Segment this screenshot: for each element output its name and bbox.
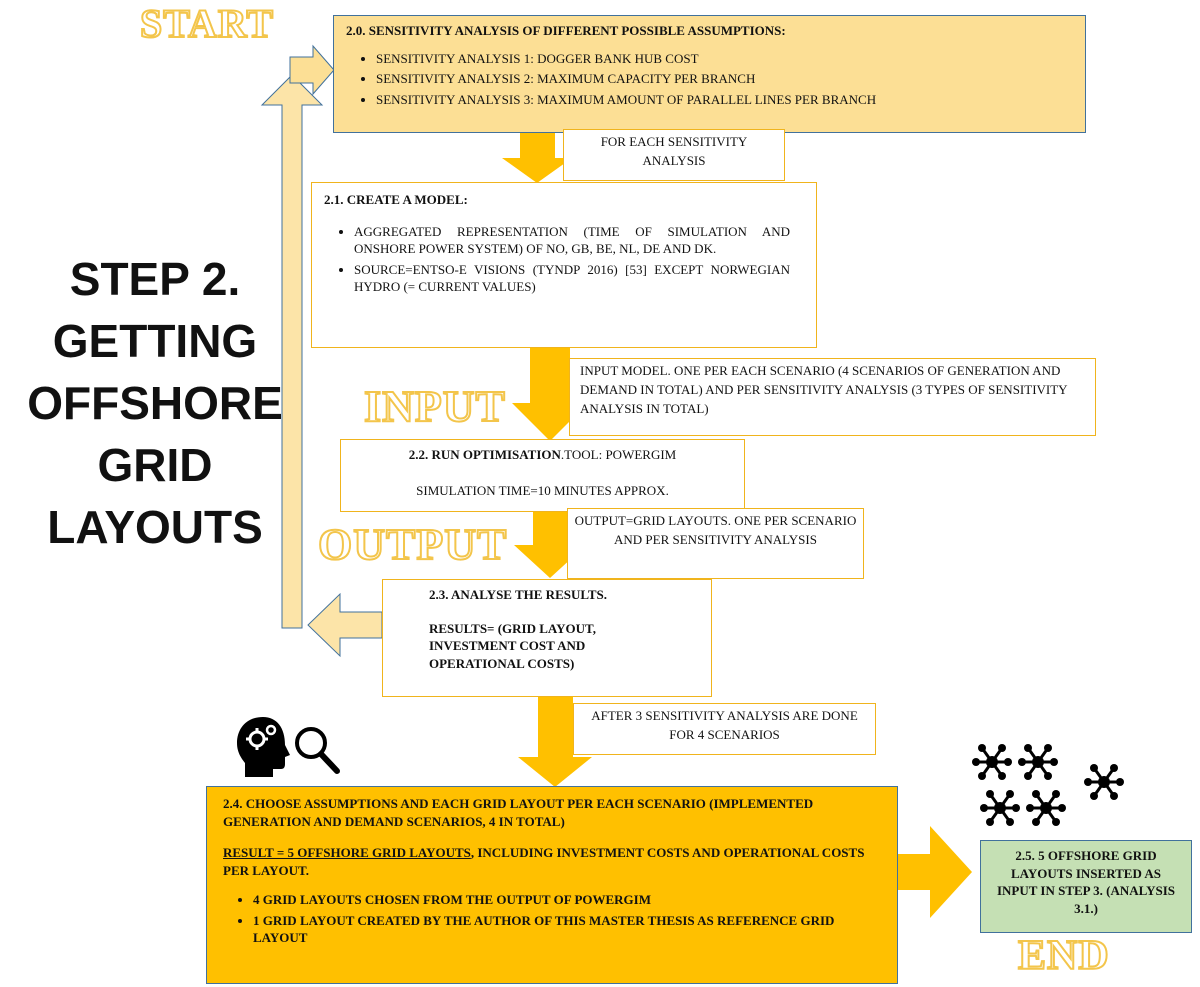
box-2-2-run-optimisation: 2.2. RUN OPTIMISATION.TOOL: POWERGIM SIM… bbox=[340, 439, 745, 512]
right-arrow-2-4-to-2-5 bbox=[898, 826, 972, 918]
box-2-4-result: RESULT = 5 OFFSHORE GRID LAYOUTS, INCLUD… bbox=[223, 844, 885, 879]
box-2-1-item: SOURCE=ENTSO-E VISIONS (TYNDP 2016) [53]… bbox=[354, 261, 790, 296]
down-arrow-2-0-to-2-1 bbox=[502, 133, 572, 183]
box-2-3-results: RESULTS= (GRID LAYOUT, INVESTMENT COST A… bbox=[429, 620, 596, 671]
output-label: OUTPUT bbox=[317, 520, 508, 569]
return-arrow-left bbox=[307, 592, 383, 658]
box-2-4-result-underlined: RESULT = 5 OFFSHORE GRID LAYOUTS bbox=[223, 845, 471, 861]
box-2-0-title: 2.0. SENSITIVITY ANALYSIS OF DIFFERENT P… bbox=[346, 23, 786, 38]
note-input-model: INPUT MODEL. ONE PER EACH SCENARIO (4 SC… bbox=[569, 358, 1096, 436]
step-title-line-2: GETTING bbox=[52, 315, 258, 367]
return-arrow-vertical bbox=[260, 74, 324, 629]
step-title-line-5: LAYOUTS bbox=[47, 501, 263, 553]
box-2-3-analyse-results: 2.3. ANALYSE THE RESULTS. RESULTS= (GRID… bbox=[382, 579, 712, 697]
box-2-4-item: 4 GRID LAYOUTS CHOSEN FROM THE OUTPUT OF… bbox=[253, 891, 885, 909]
box-2-4-result-rest: , INCLUDING INVESTMENT COSTS AND OPERATI… bbox=[223, 845, 865, 878]
step-title-line-3: OFFSHORE bbox=[27, 377, 283, 429]
box-2-3-title: 2.3. ANALYSE THE RESULTS. bbox=[429, 587, 607, 602]
box-2-1-title: 2.1. CREATE A MODEL: bbox=[324, 192, 468, 207]
box-2-2-title-bold: 2.2. RUN OPTIMISATION bbox=[408, 447, 561, 462]
box-2-5-inserted-as-input: 2.5. 5 OFFSHORE GRID LAYOUTS INSERTED AS… bbox=[980, 840, 1192, 933]
note-output-grid-layouts: OUTPUT=GRID LAYOUTS. ONE PER SCENARIO AN… bbox=[567, 508, 864, 579]
network-nodes-icon bbox=[972, 742, 1126, 828]
box-2-0-item: SENSITIVITY ANALYSIS 2: MAXIMUM CAPACITY… bbox=[376, 70, 1073, 88]
box-2-1-create-model: 2.1. CREATE A MODEL: AGGREGATED REPRESEN… bbox=[311, 182, 817, 348]
box-2-2-title-rest: .TOOL: POWERGIM bbox=[560, 447, 677, 462]
start-arrow bbox=[289, 44, 335, 96]
step-title-line-1: STEP 2. bbox=[69, 253, 241, 305]
box-2-0-item: SENSITIVITY ANALYSIS 3: MAXIMUM AMOUNT O… bbox=[376, 91, 1073, 109]
box-2-0-item: SENSITIVITY ANALYSIS 1: DOGGER BANK HUB … bbox=[376, 50, 1073, 68]
step-title-line-4: GRID bbox=[97, 439, 213, 491]
box-2-4-item: 1 GRID LAYOUT CREATED BY THE AUTHOR OF T… bbox=[253, 912, 885, 947]
box-2-2-title: 2.2. RUN OPTIMISATION.TOOL: POWERGIM bbox=[351, 446, 734, 464]
box-2-1-item: AGGREGATED REPRESENTATION (TIME OF SIMUL… bbox=[354, 223, 790, 258]
box-2-4-choose-layouts: 2.4. CHOOSE ASSUMPTIONS AND EACH GRID LA… bbox=[206, 786, 898, 984]
start-label: START bbox=[139, 1, 275, 46]
note-for-each-sensitivity: FOR EACH SENSITIVITY ANALYSIS bbox=[563, 129, 785, 181]
box-2-0-sensitivity-analysis: 2.0. SENSITIVITY ANALYSIS OF DIFFERENT P… bbox=[333, 15, 1086, 133]
head-gears-magnifier-icon bbox=[237, 717, 340, 777]
down-arrow-2-3-to-2-4 bbox=[518, 697, 592, 787]
step-title: STEP 2. GETTING OFFSHORE GRID LAYOUTS bbox=[20, 248, 290, 558]
end-label: END bbox=[1017, 933, 1110, 979]
box-2-2-simulation-time: SIMULATION TIME=10 MINUTES APPROX. bbox=[416, 482, 669, 498]
note-after-sensitivity: AFTER 3 SENSITIVITY ANALYSIS ARE DONE FO… bbox=[573, 703, 876, 755]
input-label: INPUT bbox=[363, 382, 506, 431]
box-2-4-title: 2.4. CHOOSE ASSUMPTIONS AND EACH GRID LA… bbox=[223, 796, 814, 829]
